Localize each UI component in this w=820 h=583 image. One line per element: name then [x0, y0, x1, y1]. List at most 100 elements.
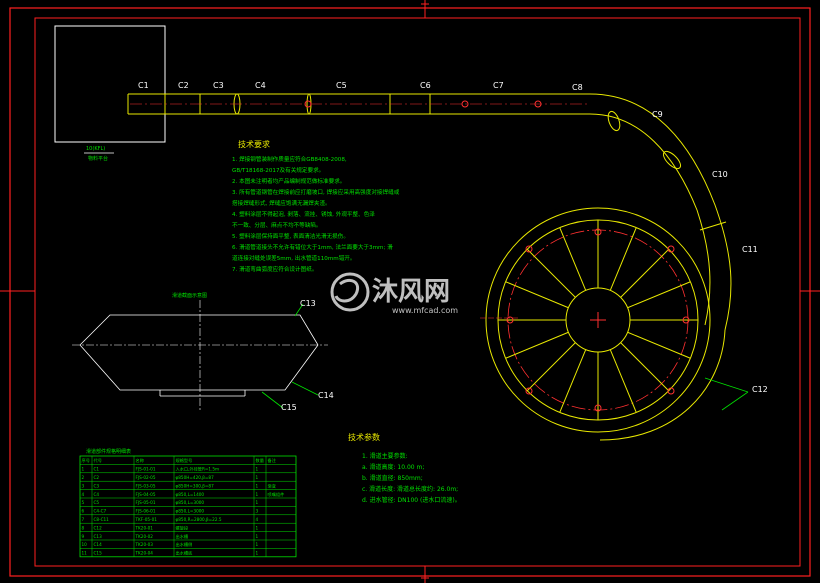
wheel-spokes [498, 220, 698, 420]
wheel-spoke [609, 349, 637, 413]
tech-req-line: 5. 塑料涂层保持面平整, 表面清洁光滑无损伤。 [232, 232, 349, 240]
table-header-cell: 数量 [256, 457, 264, 464]
params-line: b. 滑道直径: 850mm; [362, 474, 423, 482]
table-cell: C15 [94, 551, 103, 556]
table-cell: 1 [256, 492, 259, 497]
table-cell: 3 [256, 509, 259, 514]
wheel-spoke [526, 342, 576, 392]
c12-leaders [704, 377, 749, 411]
table-cell: 2 [82, 475, 85, 480]
table-header-cell: 备注 [268, 457, 277, 464]
table-cell: TK20-02 [135, 534, 154, 539]
tech-req-line: 不一致、分层、麻点不均不等缺陷。 [232, 221, 322, 229]
table-cell: FJS-02-05 [136, 475, 156, 480]
inner-frame [34, 17, 801, 567]
wheel-joint-dots [506, 228, 690, 412]
wheel-center-cross [590, 312, 606, 328]
params-line: c. 滑道长度: 滑道总长度约: 26.0m; [362, 485, 458, 493]
table-cell: 3 [82, 483, 85, 488]
table-title: 滑道部件规格明细表 [86, 448, 131, 455]
wheel-spoke [627, 331, 691, 359]
table-cell: 1 [256, 525, 259, 530]
pipe-label-c12: C12 [752, 385, 768, 394]
tech-req-title: 技术要求 [238, 139, 270, 149]
wheel-spoke [620, 342, 670, 392]
pipe-label-c2: C2 [178, 81, 189, 90]
table-cell: 5 [82, 500, 85, 505]
pipe-label-c3: C3 [213, 81, 224, 90]
tech-req-line: 1. 焊接钢管装制作质量应符合GB8408-2008, [232, 155, 347, 163]
pipe-label-c9: C9 [652, 110, 663, 119]
tech-req-line: 6. 滑道管道接头不允许有错位大于1mm, 法兰面要大于3mm; 滑 [232, 243, 393, 251]
pipe-label-c1: C1 [138, 81, 149, 90]
table-cell: 1 [82, 467, 85, 472]
table-cell: C12 [94, 525, 103, 530]
table-cell: 渐变 [268, 482, 276, 489]
table-cell: C5 [94, 500, 100, 505]
table-cell: 1 [256, 542, 259, 547]
table-cell: C13 [94, 534, 103, 539]
watermark-name: 沐风网 [372, 277, 450, 307]
wheel-spoke [559, 227, 587, 291]
wheel-spoke [505, 281, 569, 309]
pipe-label-c15: C15 [281, 403, 297, 412]
wheel-spoke [559, 349, 587, 413]
spiral-wheel [485, 207, 726, 441]
table-cell: 4 [82, 492, 85, 497]
table-cell: 出水槽侧 [176, 541, 193, 548]
table-cell: TK20-04 [135, 551, 154, 556]
table-cell: φ850,R=2800,β=22.5 [176, 517, 222, 522]
pipe-label-c7: C7 [493, 81, 504, 90]
section-title: 滑道截面示意图 [172, 292, 207, 299]
tech-req-line: 4. 塑料涂层不得起泡, 剥落、流挂、锈蚀, 外观平整、色泽 [232, 210, 375, 218]
table-header-cell: 名称 [136, 457, 144, 464]
table-header-cell: 序号 [82, 457, 90, 464]
pipe-label-c11: C11 [742, 245, 758, 254]
hopper-label-2: 物料平台 [88, 155, 108, 162]
table-cell: TK20-01 [135, 525, 154, 530]
params-lines: 1. 滑道主要参数: a. 滑道高度: 10.00 m; b. 滑道直径: 85… [362, 452, 461, 504]
section-outline [79, 314, 319, 397]
table-cell: FJS-06-01 [136, 509, 156, 514]
params-line: 1. 滑道主要参数: [362, 452, 408, 460]
table-cell: φ850,L=1400 [176, 492, 205, 497]
table-cell: TK20-03 [135, 542, 154, 547]
table-cell: φ850,L=3000 [176, 500, 205, 505]
tech-req-line: GB/T18168-2017及有关规定要求。 [232, 166, 324, 174]
pipe-label-c5: C5 [336, 81, 347, 90]
table-cell: 11 [82, 551, 88, 556]
table-cell: 出水槽底 [176, 550, 193, 557]
table-cell: 1 [256, 475, 259, 480]
table-cell: 1 [256, 500, 259, 505]
table-cell: C4 [94, 492, 100, 497]
table-cell: 10 [82, 542, 88, 547]
wheel-spoke [609, 227, 637, 291]
table-cell: C2 [94, 475, 100, 480]
watermark-logo: 沐风网 www.mfcad.com [330, 272, 458, 315]
section-leaders [261, 303, 319, 409]
table-cell: C1 [94, 467, 100, 472]
table-cell: 7 [82, 517, 85, 522]
pipe-label-c10: C10 [712, 170, 728, 179]
params-title: 技术参数 [348, 432, 380, 442]
tech-req-line: 道连接对缝处误差5mm, 出水管道110mm错开。 [232, 254, 356, 262]
wheel-spoke [505, 331, 569, 359]
tech-req-line: 2. 本图未注明者均产品编制规范做标准要求。 [232, 177, 345, 185]
table-header-cell: 代号 [94, 457, 102, 464]
table-cell: 6 [82, 509, 85, 514]
table-cell: FJS-04-05 [136, 492, 156, 497]
hopper-label-1: 10(KFL) [86, 146, 105, 152]
hopper-box [54, 25, 166, 143]
table-cell: 入水口,外径管R=1.5m [176, 466, 220, 473]
table-cell: C8-C11 [94, 517, 110, 522]
table-cell: 1 [256, 467, 259, 472]
table-cell: 9 [82, 534, 85, 539]
table-cell: FJS-01-01 [136, 467, 156, 472]
tech-req-lines: 1. 焊接钢管装制作质量应符合GB8408-2008, GB/T18168-20… [232, 155, 400, 273]
pipe-label-c8: C8 [572, 83, 583, 92]
table-cell: φ850H=420,β=87 [176, 475, 215, 480]
